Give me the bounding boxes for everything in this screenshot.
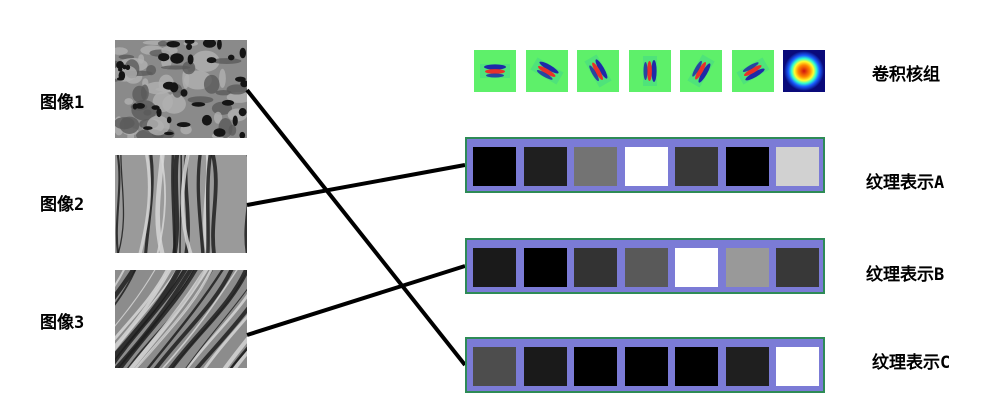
gabor-kernel-icon — [525, 50, 568, 92]
connection-line — [246, 163, 466, 207]
image-1-label: 图像1 — [40, 93, 85, 113]
feature-cell — [675, 248, 718, 287]
gabor-kernel-icon — [474, 50, 516, 92]
gabor-kernel-icon — [577, 50, 619, 92]
texture-image-1 — [115, 40, 247, 138]
image-3-label: 图像3 — [40, 313, 85, 333]
feature-cell — [574, 347, 617, 386]
feature-cell — [523, 147, 567, 186]
representation-b-bar — [465, 238, 825, 294]
gabor-kernel-icon — [680, 50, 722, 92]
connection-line — [246, 264, 466, 337]
feature-cell — [776, 248, 819, 287]
feature-cell — [624, 147, 668, 186]
kernel-bank-label: 卷积核组 — [872, 65, 940, 85]
feature-cell — [473, 347, 516, 386]
feature-cell — [776, 147, 819, 186]
connection-line — [245, 88, 467, 367]
feature-cell — [523, 248, 567, 287]
feature-cell — [675, 147, 718, 186]
representation-c-label: 纹理表示C — [872, 353, 951, 373]
texture-image-3 — [115, 270, 247, 368]
feature-cell — [574, 248, 617, 287]
feature-cell — [725, 347, 769, 386]
feature-cell — [624, 347, 668, 386]
feature-cell — [624, 248, 668, 287]
representation-a-bar — [465, 137, 825, 193]
feature-cell — [776, 347, 819, 386]
feature-cell — [473, 248, 516, 287]
feature-cell — [725, 248, 769, 287]
gabor-kernel-icon — [731, 50, 774, 92]
representation-a-label: 纹理表示A — [866, 173, 945, 193]
texture-image-2 — [115, 155, 247, 253]
representation-b-label: 纹理表示B — [866, 265, 945, 285]
feature-cell — [473, 147, 516, 186]
image-2-label: 图像2 — [40, 195, 85, 215]
feature-cell — [675, 347, 718, 386]
feature-cell — [523, 347, 567, 386]
gabor-kernel-icon — [628, 50, 671, 92]
blob-kernel-icon — [783, 50, 825, 92]
representation-c-bar — [465, 337, 825, 393]
feature-cell — [574, 147, 617, 186]
feature-cell — [725, 147, 769, 186]
